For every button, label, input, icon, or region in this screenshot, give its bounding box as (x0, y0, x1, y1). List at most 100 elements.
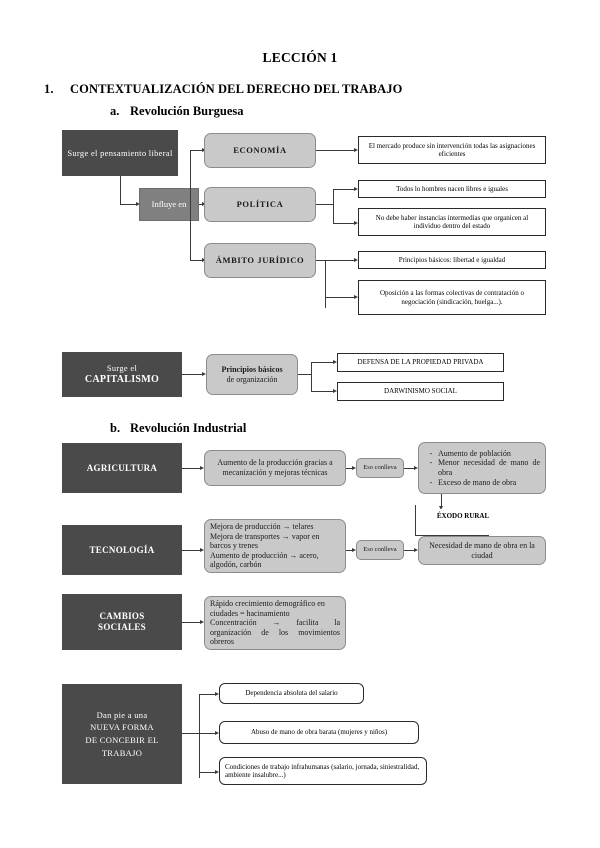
connector-line (333, 189, 356, 190)
result-bullet: - Menor necesidad de mano de obra (424, 458, 540, 477)
connector-line (199, 694, 217, 695)
connector-line (311, 362, 335, 363)
arrow-head-icon (200, 619, 204, 624)
burguesa-branch-economia: ECONOMÍA (204, 133, 316, 168)
detail-text: Aumento de la producción gracias a mecan… (217, 458, 333, 477)
burguesa-source-box: Surge el pensamiento liberal (62, 130, 178, 176)
connector-line (190, 150, 204, 151)
industrial-agricultura-box: AGRICULTURA (62, 443, 182, 493)
arrow-head-icon (333, 359, 337, 364)
arrow-head-icon (136, 201, 140, 206)
branch-label: ÁMBITO JURÍDICO (215, 255, 305, 266)
subsection-heading-a: a. Revolución Burguesa (110, 104, 244, 119)
outcome-box-juridico-2: Oposición a las formas colectivas de con… (358, 280, 546, 315)
connector-line (120, 176, 121, 204)
connector-line (415, 535, 489, 536)
burguesa-connector-box: Influye en (139, 188, 199, 221)
row-label-line2: SOCIALES (98, 622, 146, 632)
connector-spine (333, 189, 334, 223)
result-text: Necesidad de mano de obra en la ciudad (429, 540, 535, 560)
industrial-cambios-detail: Rápido crecimiento demográfico en ciudad… (204, 596, 346, 650)
industrial-exodo-label: ÉXODO RURAL (418, 509, 508, 523)
trabajo-source-line4: TRABAJO (101, 747, 143, 758)
outcome-text: Oposición a las formas colectivas de con… (379, 289, 525, 306)
connector-spine (311, 362, 312, 392)
connector-line (182, 622, 202, 623)
industrial-tecnologia-result: Necesidad de mano de obra en la ciudad (418, 536, 546, 565)
arrow-head-icon (354, 186, 358, 191)
subsection-heading-b: b.Revolución Industrial (110, 421, 246, 436)
connector-line (190, 260, 204, 261)
connector-line (182, 374, 204, 375)
burguesa-source-label: Surge el pensamiento liberal (67, 147, 173, 158)
arrow-head-icon (215, 691, 219, 696)
outcome-text: DEFENSA DE LA PROPIEDAD PRIVADA (357, 358, 484, 367)
connector-line (199, 772, 217, 773)
section-heading-1: 1.CONTEXTUALIZACIÓN DEL DERECHO DEL TRAB… (44, 82, 402, 97)
outcome-text: Condiciones de trabajo infrahumanas (sal… (225, 762, 420, 779)
arrow-head-icon (215, 769, 219, 774)
arrow-head-icon (414, 547, 418, 552)
industrial-agricultura-detail: Aumento de la producción gracias a mecan… (204, 450, 346, 486)
arrow-head-icon (333, 388, 337, 393)
outcome-text: No debe haber instancias intermedias que… (375, 213, 529, 230)
industrial-tecnologia-detail: Mejora de producción → telares Mejora de… (204, 519, 346, 573)
outcome-text: Dependencia absoluta del salario (245, 689, 338, 698)
outcome-box-juridico-1: Principios básicos: libertad e igualdad (358, 251, 546, 269)
connector-label: Eso conlleva (363, 546, 397, 554)
connector-line (325, 297, 356, 298)
row-label: AGRICULTURA (86, 462, 158, 473)
section-number: 1. (44, 82, 54, 96)
subsection-a-number: a. (110, 104, 120, 118)
detail-line: Mejora de producción → telares (210, 522, 314, 532)
capitalismo-outcome-1: DEFENSA DE LA PROPIEDAD PRIVADA (337, 353, 504, 372)
arrow-head-icon (200, 547, 204, 552)
bullet-text: Aumento de población (438, 448, 511, 458)
trabajo-outcome-3: Condiciones de trabajo infrahumanas (sal… (219, 757, 427, 785)
connector-line (316, 204, 334, 205)
page-title: LECCIÓN 1 (262, 50, 338, 65)
burguesa-branch-politica: POLÍTICA (204, 187, 316, 222)
connector-line (333, 223, 356, 224)
arrow-head-icon (352, 465, 356, 470)
outcome-text: DARWINISMO SOCIAL (384, 387, 457, 396)
row-label-line1: CAMBIOS (99, 611, 145, 622)
industrial-tecnologia-box: TECNOLOGÍA (62, 525, 182, 575)
connector-line (316, 150, 356, 151)
connector-line (415, 505, 416, 525)
detail-line: Mejora de transportes → vapor en barcos … (210, 531, 320, 551)
industrial-agricultura-results: - Aumento de población - Menor necesidad… (418, 442, 546, 494)
subsection-a-text: Revolución Burguesa (130, 104, 244, 118)
arrow-head-icon (438, 506, 443, 510)
subsection-b-text: Revolución Industrial (130, 421, 247, 435)
burguesa-connector-label: Influye en (151, 199, 187, 210)
arrow-head-icon (352, 547, 356, 552)
arrow-head-icon (354, 294, 358, 299)
connector-line (325, 260, 356, 261)
connector-line (346, 550, 354, 551)
capitalismo-principles-box: Principios básicos de organización (206, 354, 298, 395)
arrow-head-icon (354, 147, 358, 152)
principles-line2: de organización (226, 374, 278, 384)
trabajo-outcome-1: Dependencia absoluta del salario (219, 683, 364, 704)
industrial-cambios-box: CAMBIOS SOCIALES (62, 594, 182, 650)
outcome-text: Todos lo hombres nacen libres e iguales (396, 184, 508, 193)
outcome-box-politica-1: Todos lo hombres nacen libres e iguales (358, 180, 546, 198)
trabajo-outcome-2: Abuso de mano de obra barata (mujeres y … (219, 721, 419, 744)
connector-line (316, 260, 326, 261)
connector-line (441, 494, 442, 508)
connector-line (182, 733, 200, 734)
trabajo-source-line1: Dan pie a una (96, 709, 148, 720)
bullet-text: Menor necesidad de mano de obra (438, 458, 540, 477)
connector-line (182, 550, 202, 551)
connector-line (404, 550, 416, 551)
trabajo-source-line3: DE CONCEBIR EL (85, 735, 159, 745)
connector-line (298, 374, 312, 375)
industrial-conector-2: Eso conlleva (356, 540, 404, 560)
arrow-head-icon (414, 465, 418, 470)
connector-line (415, 525, 416, 536)
detail-line: Aumento de producción → acero, algodón, … (210, 550, 319, 570)
connector-spine (190, 150, 191, 260)
result-bullet: - Aumento de población (424, 449, 540, 459)
